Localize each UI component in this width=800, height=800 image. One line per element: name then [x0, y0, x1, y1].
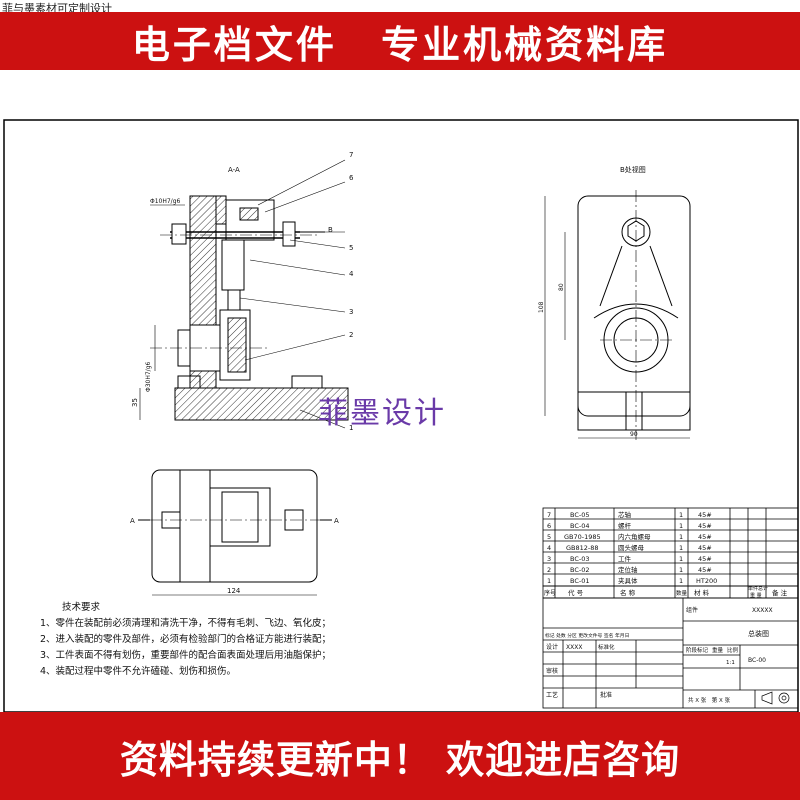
- title-drawing-name: 总装图: [748, 629, 769, 638]
- balloon-4: 4: [349, 270, 354, 278]
- bom-header-qty: 数量: [676, 589, 688, 597]
- title-mark-labels: 标记 处数 分区 更改文件号 签名 年月日: [545, 632, 629, 639]
- dim-right-height: 108: [538, 301, 545, 313]
- right-view: B处视图 108 80 90: [538, 165, 691, 440]
- engineering-drawing: A-A 35 Φ30H7/g6 Φ10H7/g: [3, 119, 799, 712]
- base-plate: [174, 387, 349, 421]
- drawing-frame: [3, 119, 799, 712]
- title-stage-mark: 阶段标记: [686, 646, 709, 654]
- bom-header-remark: 备 注: [772, 588, 788, 597]
- designer-stamp: 菲墨设计: [318, 396, 446, 431]
- title-sheet-info: 共 X 张 第 X 张: [688, 696, 731, 704]
- bom-qty: 1: [679, 533, 683, 541]
- title-approve-label: 批准: [600, 691, 612, 699]
- arrow-a-right: A: [334, 517, 339, 525]
- balloon-6: 6: [349, 174, 354, 182]
- bom-qty: 1: [679, 522, 683, 530]
- arrow-a-left: A: [130, 517, 135, 525]
- balloon-3: 3: [349, 308, 353, 316]
- bom-material: 45#: [698, 555, 712, 563]
- bom-material: 45#: [698, 566, 712, 574]
- dim-bottom-width: 124: [227, 587, 241, 595]
- arrow-b-label: B: [328, 226, 333, 234]
- technical-requirements: 技术要求 1、零件在装配前必须清理和清洗干净，不得有毛刺、飞边、氧化皮； 2、进…: [40, 600, 331, 680]
- balloon-5: 5: [349, 244, 353, 252]
- bom-name: 夹具体: [618, 576, 638, 585]
- bom-qty: 1: [679, 511, 683, 519]
- bom-code: BC-05: [570, 511, 590, 519]
- projection-symbol-icon: [761, 691, 790, 705]
- title-designer-label: 设计: [546, 643, 558, 651]
- title-part-label: 组件: [686, 606, 698, 614]
- bom-material: 45#: [698, 533, 712, 541]
- bom-no: 2: [547, 566, 551, 574]
- bom-header-code: 代 号: [568, 588, 584, 597]
- bom-name: 定位轴: [618, 565, 638, 574]
- bom-code: BC-01: [570, 577, 590, 585]
- bom-header-name: 名 称: [620, 588, 636, 597]
- bom-no: 7: [547, 511, 551, 519]
- bom-qty: 1: [679, 555, 683, 563]
- title-scale: 比例: [727, 646, 739, 654]
- bom-name: 工件: [618, 554, 632, 563]
- title-weight: 重量: [712, 646, 724, 654]
- title-process-label: 工艺: [546, 691, 558, 699]
- bom-material: 45#: [698, 511, 712, 519]
- bom-material: 45#: [698, 522, 712, 530]
- bom-no: 3: [547, 555, 551, 563]
- bom-qty: 1: [679, 577, 683, 585]
- bom-name: 螺杆: [618, 521, 632, 530]
- bom-name: 内六角螺母: [618, 532, 651, 541]
- title-scale-value: 1:1: [726, 660, 735, 666]
- bom-no: 5: [547, 533, 551, 541]
- title-block: [542, 597, 799, 709]
- dim-fit-1: Φ10H7/g6: [150, 198, 181, 205]
- section-label: A-A: [228, 166, 240, 174]
- title-review-label: 审核: [546, 667, 558, 675]
- balloon-1: 1: [349, 424, 353, 432]
- tech-req-title: 技术要求: [62, 602, 101, 613]
- balloon-2: 2: [349, 331, 353, 339]
- bom-name: 圆头螺母: [618, 543, 645, 552]
- top-watermark: 菲与墨素材可定制设计: [2, 2, 112, 15]
- title-block-text: 组件 XXXXX 总装图 阶段标记 重量 比例 1:1 BC-00 共 X 张 …: [545, 606, 790, 705]
- title-drawing-no: BC-00: [748, 657, 766, 664]
- dim-fit-2: Φ30H7/g6: [145, 361, 152, 392]
- right-view-label: B处视图: [620, 165, 646, 174]
- bom-no: 1: [547, 577, 551, 585]
- section-view: A-A 35 Φ30H7/g6 Φ10H7/g: [131, 151, 354, 432]
- bom-header-material: 材 料: [694, 588, 710, 597]
- tech-req-item: 4、装配过程中零件不允许磕碰、划伤和损伤。: [40, 666, 237, 677]
- bom-name: 芯轴: [618, 510, 632, 519]
- bom-rows: 7 BC-05 芯轴 1 45# 6 BC-04 螺杆 1 45# 5 GB70…: [544, 510, 788, 599]
- dim-right-width: 90: [630, 431, 638, 438]
- bom-qty: 1: [679, 566, 683, 574]
- dim-right-height-2: 80: [558, 283, 565, 291]
- bom-material: 45#: [698, 544, 712, 552]
- title-designer: XXXX: [566, 644, 582, 651]
- bom-table: [542, 507, 799, 599]
- bom-code: BC-03: [570, 555, 590, 563]
- top-banner: 电子档文件 专业机械资料库: [0, 12, 800, 70]
- bom-code: BC-04: [570, 522, 590, 530]
- bom-code: GB70-1985: [564, 533, 601, 541]
- bom-qty: 1: [679, 544, 683, 552]
- bom-no: 4: [547, 544, 551, 552]
- tech-req-item: 1、零件在装配前必须清理和清洗干净，不得有毛刺、飞边、氧化皮；: [40, 618, 332, 629]
- bom-material: HT200: [696, 577, 717, 585]
- tech-req-item: 3、工件表面不得有划伤，重要部件的配合面表面处理后用油脂保护；: [40, 650, 332, 661]
- title-project: XXXXX: [752, 607, 773, 614]
- top-view: A A 124: [130, 469, 339, 596]
- balloon-7: 7: [349, 151, 353, 159]
- bom-code: BC-02: [570, 566, 590, 574]
- bom-code: GB812-88: [566, 544, 599, 552]
- bom-header-single-total: 单件总计: [748, 585, 768, 592]
- tech-req-item: 2、进入装配的零件及部件，必须有检验部门的合格证方能进行装配；: [40, 634, 332, 645]
- bottom-banner: 资料持续更新中！ 欢迎进店咨询: [0, 712, 800, 800]
- bom-no: 6: [547, 522, 551, 530]
- dim-left-height: 35: [131, 398, 139, 407]
- title-standardize-label: 标准化: [598, 643, 615, 651]
- bom-header-weight: 重 量: [750, 592, 762, 599]
- bom-header-no: 序号: [544, 589, 556, 597]
